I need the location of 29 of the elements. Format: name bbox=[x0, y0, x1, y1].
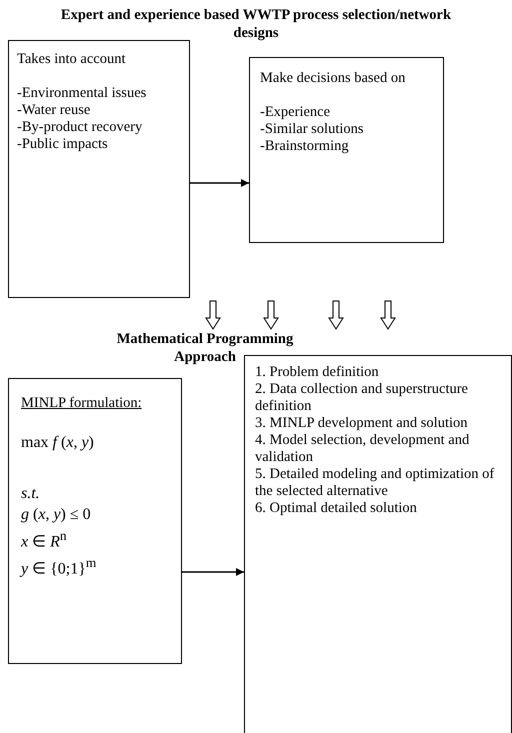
box-text: 6. Optimal detailed solution bbox=[255, 500, 418, 517]
box-text: 1. Problem definition bbox=[255, 364, 380, 381]
text-box bbox=[8, 40, 190, 298]
box-text: 2. Data collection and superstructure definition bbox=[255, 381, 469, 415]
box-text: -Brainstorming bbox=[260, 138, 350, 155]
box-text: -Environmental issues bbox=[17, 85, 148, 102]
arrow bbox=[182, 568, 244, 576]
formulation-box bbox=[8, 378, 182, 664]
formula: s.t. bbox=[21, 485, 41, 502]
arrow bbox=[190, 179, 249, 187]
diagram-title: Expert and experience based WWTP process selection/network designs bbox=[60, 6, 452, 42]
formula: y ∈ {0;1}$^{m}$ bbox=[21, 554, 98, 578]
box-text: -Water reuse bbox=[17, 102, 92, 119]
box-text: Takes into account bbox=[17, 51, 127, 68]
box-text: 3. MINLP development and solution bbox=[255, 415, 469, 432]
box-text: -Public impacts bbox=[17, 136, 109, 153]
box-heading: MINLP formulation: bbox=[21, 395, 143, 412]
box-text: 4. Model selection, development and validation bbox=[255, 432, 470, 466]
text-box bbox=[244, 355, 512, 733]
box-text: 5. Detailed modeling and optimization of the selected alternative bbox=[255, 466, 496, 500]
formula: x ∈ R$^{n}$ bbox=[21, 527, 68, 550]
box-text: -Similar solutions bbox=[260, 121, 365, 138]
box-text: -By-product recovery bbox=[17, 119, 144, 136]
box-text: -Experience bbox=[260, 104, 332, 121]
text-box bbox=[249, 57, 444, 243]
formula: g (x, y) ≤ 0 bbox=[21, 506, 92, 523]
formula: max f (x, y) bbox=[21, 434, 95, 451]
section-heading: Mathematical Programming Approach bbox=[116, 330, 294, 366]
box-text: Make decisions based on bbox=[260, 70, 406, 87]
